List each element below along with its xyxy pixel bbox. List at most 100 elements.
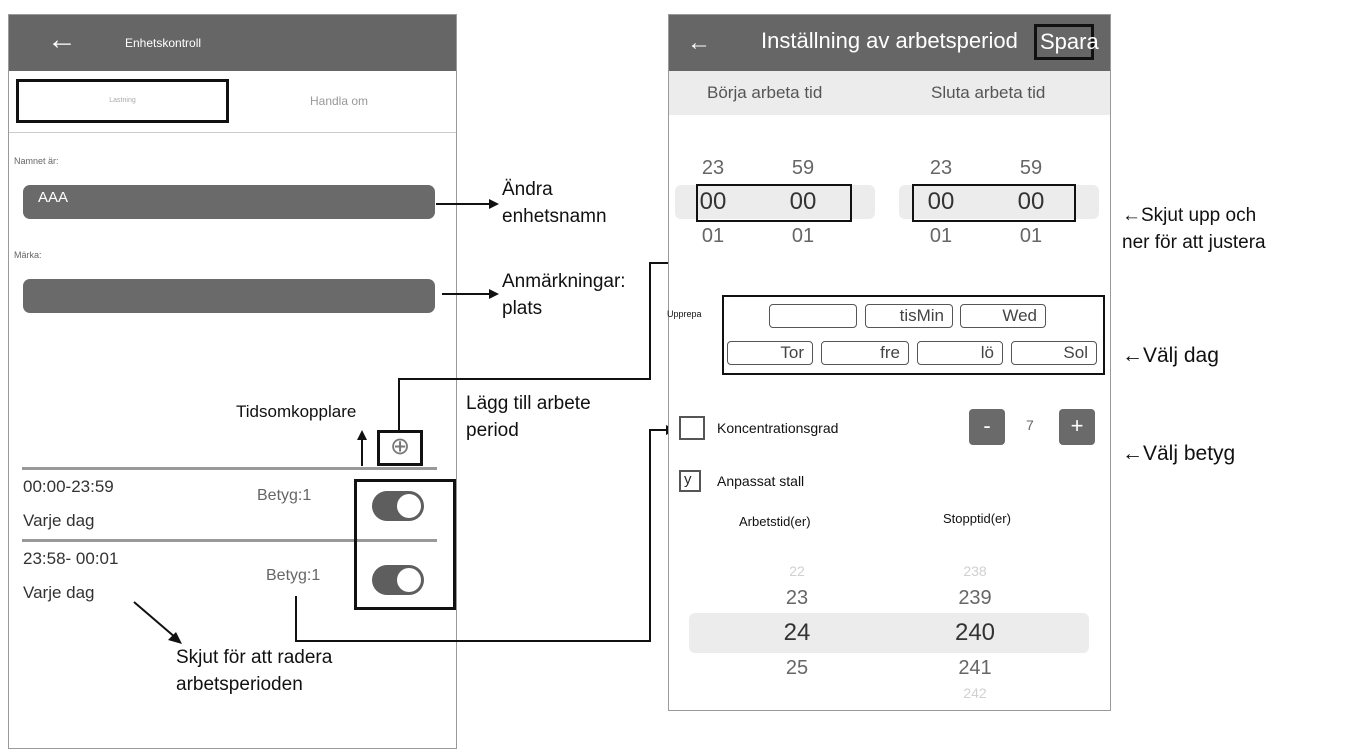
tab-divider [9,132,456,133]
period-repeat: Varje dag [23,583,95,602]
period-toggle[interactable] [372,565,424,595]
day-button[interactable] [769,304,857,328]
name-label: Namnet är: [14,156,59,166]
connector-line [295,640,650,642]
toggle-knob [397,494,421,518]
period-repeat: Varje dag [23,511,95,530]
stop-picker-value: 241 [958,657,992,679]
connector-line [398,378,651,380]
period-grade: Betyg:1 [257,487,312,504]
arrow-head [489,199,499,209]
picker-value: 01 [929,225,953,247]
annotation-add-period: Lägg till arbete period [466,393,591,441]
toggle-knob [397,568,421,592]
custom-label: Anpassat stall [717,473,805,489]
picker-value: 59 [1019,157,1043,179]
arrow-line [436,203,490,205]
day-button[interactable]: lö [917,341,1003,365]
period-toggle[interactable] [372,491,424,521]
list-divider-top [22,467,437,470]
day-button[interactable]: Tor [727,341,813,365]
toggles-highlight-box [354,479,456,610]
stop-time-header: Sluta arbeta tid [931,83,1046,102]
work-picker-value: 22 [789,563,805,579]
mark-input[interactable] [23,279,435,313]
stop-time-picker[interactable] [912,184,1076,222]
start-time-header: Börja arbeta tid [707,83,823,102]
top-bar: ← Enhetskontroll [9,15,456,71]
connector-line [295,596,297,642]
day-button[interactable]: Wed [960,304,1046,328]
arrow-head [357,430,367,440]
period-time: 23:58- 00:01 [23,549,119,568]
work-time-header: Arbetstid(er) [739,514,811,529]
picker-highlight [675,185,875,219]
check-mark: y [684,471,692,488]
tab-handla-om-label: Handla om [309,94,369,108]
stop-picker-value[interactable]: 240 [954,619,996,646]
stop-picker-value: 239 [958,587,992,609]
arrow-head [489,289,499,299]
annotation-timer: Tidsomkopplare [236,402,357,421]
day-selector-box [722,295,1105,375]
picker-value: 01 [701,225,725,247]
connector-line [398,378,400,430]
work-picker-value: 23 [785,587,809,609]
connector-line [649,262,675,264]
time-header-bar: Börja arbeta tid Sluta arbeta tid [669,71,1110,115]
work-picker-value[interactable]: 24 [783,619,811,646]
annotation-choose-grade: ←Välj betyg [1122,442,1236,465]
tab-lastning-label: Lastning [109,97,136,104]
period-row[interactable]: 23:58- 00:01 Varje dag Betyg:1 [9,543,456,609]
picker-value: 23 [701,157,725,179]
name-input[interactable]: AAA [23,185,435,219]
name-input-value: AAA [38,189,69,206]
picker-value: 01 [1019,225,1043,247]
start-time-picker[interactable] [696,184,852,222]
stop-picker-value: 242 [963,685,987,701]
tab-lastning[interactable]: Lastning [16,79,229,123]
arrow-line [361,438,363,466]
annotation-change-name: Ändra enhetsnamn [502,179,607,227]
concentration-label: Koncentrationsgrad [717,420,839,436]
arrow-line [442,293,490,295]
day-button[interactable]: fre [821,341,909,365]
picker-highlight [689,613,1089,653]
connector-line [649,429,667,431]
picker-value: 00 [927,188,955,215]
stop-time-header-2: Stopptid(er) [943,511,1011,526]
plus-button[interactable]: + [1059,409,1095,445]
period-row[interactable]: 00:00-23:59 Varje dag Betyg:1 [9,471,456,539]
custom-checkbox[interactable]: y [679,470,701,492]
period-grade: Betyg:1 [266,567,321,584]
repeat-label: Upprepa [667,309,702,319]
work-picker-value: 25 [785,657,809,679]
mark-label: Märka: [14,250,42,260]
day-button[interactable]: tisMin [865,304,953,328]
slide-arrow [133,601,182,644]
back-arrow-icon[interactable]: ← [687,29,711,56]
add-period-button[interactable]: ⊕ [377,430,423,466]
connector-line [649,262,651,380]
day-button[interactable]: Sol [1011,341,1097,365]
list-divider-mid [22,539,437,542]
picker-highlight [899,185,1099,219]
connector-line [649,429,651,642]
picker-value: 00 [699,188,727,215]
top-bar: ← Inställning av arbetsperiod Spara [669,15,1110,71]
save-button[interactable]: Spara [1034,24,1099,60]
picker-value: 00 [1017,188,1045,215]
concentration-checkbox[interactable] [679,416,705,440]
tab-handla-om[interactable]: Handla om [249,79,429,123]
device-control-screen: ← Enhetskontroll Lastning Handla om Namn… [8,14,457,749]
annotation-slide-delete: Skjut för att radera arbetsperioden [176,647,333,695]
back-arrow-icon[interactable]: ← [47,23,77,56]
minus-button[interactable]: - [969,409,1005,445]
period-time: 00:00-23:59 [23,477,114,496]
picker-value: 23 [929,157,953,179]
picker-value: 59 [791,157,815,179]
stop-picker-value: 238 [963,563,987,579]
annotation-remarks: Anmärkningar: plats [502,271,626,319]
page-title: Inställning av arbetsperiod [761,28,1018,53]
work-period-settings-screen: ← Inställning av arbetsperiod Spara Börj… [667,14,1111,711]
